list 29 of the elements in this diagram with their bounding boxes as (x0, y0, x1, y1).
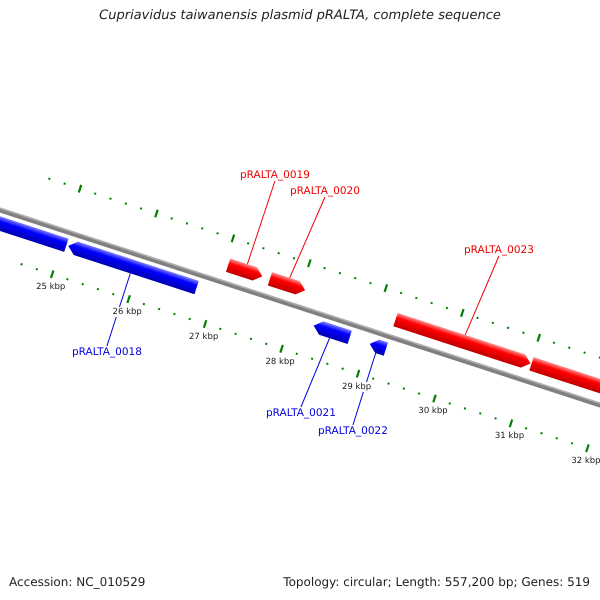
scale-label: 29 kbp (342, 382, 372, 392)
sequence-info: Topology: circular; Length: 557,200 bp; Genes: 519 (283, 575, 590, 589)
scale-label: 32 kbp (571, 456, 600, 466)
gene-label: pRALTA_0023 (464, 244, 534, 256)
leader-line (106, 272, 131, 346)
leader-line (289, 196, 326, 278)
gene-feature (393, 312, 531, 368)
leader-line (246, 180, 276, 265)
gene-feature (68, 242, 199, 294)
gene-feature (314, 321, 352, 344)
scale-label: 27 kbp (189, 332, 218, 342)
gene-label: pRALTA_0018 (72, 346, 142, 358)
gene-label: pRALTA_0019 (240, 169, 310, 181)
scale-label: 28 kbp (265, 356, 295, 367)
gene-feature (370, 340, 388, 356)
scale-label: 26 kbp (112, 307, 142, 318)
gene-label: pRALTA_0020 (290, 185, 360, 197)
leader-line (464, 256, 500, 336)
leader-line (352, 352, 376, 426)
accession-text: Accession: NC_010529 (9, 575, 146, 589)
gene-label: pRALTA_0022 (318, 425, 388, 437)
diagram-title: Cupriavidus taiwanensis plasmid pRALTA, complete sequence (98, 8, 502, 23)
leader-line (300, 338, 330, 408)
gene-label: pRALTA_0021 (266, 407, 336, 419)
scale-label: 31 kbp (494, 431, 524, 442)
scale-label: 25 kbp (36, 282, 66, 292)
scale-label: 30 kbp (418, 406, 448, 416)
gene-feature (226, 258, 262, 281)
gene-feature (268, 272, 306, 294)
